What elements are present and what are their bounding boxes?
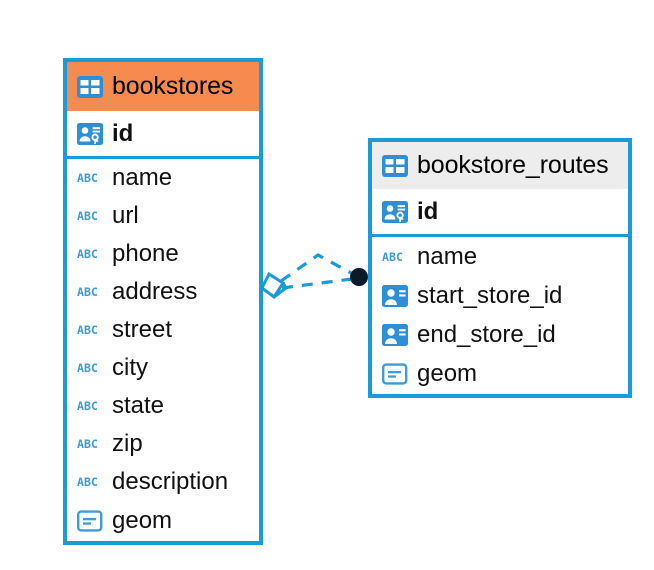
column-name-id: id — [112, 119, 134, 147]
abc-icon: ABC — [77, 319, 103, 341]
abc-icon: ABC — [77, 395, 103, 417]
column-name-zip: zip — [112, 430, 143, 457]
column-row-name[interactable]: ABC name — [67, 159, 259, 197]
svg-text:ABC: ABC — [77, 247, 98, 261]
primary-key-icon — [382, 200, 408, 223]
column-name-start-store-id: start_store_id — [417, 281, 563, 309]
column-row-description[interactable]: ABC description — [67, 463, 259, 501]
column-row-id[interactable]: id — [67, 111, 259, 159]
primary-key-icon — [77, 122, 103, 145]
abc-icon: ABC — [382, 246, 408, 268]
column-name-routes-name: name — [417, 242, 478, 270]
table-icon — [382, 154, 408, 177]
column-row-routes-name[interactable]: ABC name — [372, 237, 628, 276]
column-row-routes-geom[interactable]: geom — [372, 354, 628, 394]
foreign-key-icon — [382, 284, 408, 307]
entity-bookstore-routes-title: bookstore_routes — [417, 151, 609, 179]
entity-bookstore-routes[interactable]: bookstore_routes id — [368, 138, 632, 398]
abc-icon: ABC — [77, 433, 103, 455]
abc-icon: ABC — [77, 243, 103, 265]
column-row-phone[interactable]: ABC phone — [67, 235, 259, 273]
column-name-phone: phone — [112, 240, 179, 267]
relationship-edge-upper — [280, 253, 354, 283]
abc-icon: ABC — [77, 167, 103, 189]
column-row-start-store-id[interactable]: start_store_id — [372, 276, 628, 315]
column-name-geom: geom — [112, 507, 173, 534]
column-name-routes-geom: geom — [417, 360, 478, 387]
column-name-url: url — [112, 202, 139, 229]
entity-bookstore-routes-header[interactable]: bookstore_routes — [372, 142, 628, 189]
svg-text:ABC: ABC — [77, 437, 98, 451]
abc-icon: ABC — [77, 357, 103, 379]
column-row-url[interactable]: ABC url — [67, 197, 259, 235]
column-name-address: address — [112, 278, 198, 305]
entity-bookstores-columns: id ABC name ABC url — [67, 111, 259, 541]
geometry-icon — [77, 510, 103, 532]
column-name-street: street — [112, 316, 173, 343]
svg-text:ABC: ABC — [77, 171, 98, 185]
svg-text:ABC: ABC — [77, 323, 98, 337]
column-name-end-store-id: end_store_id — [417, 320, 556, 348]
entity-bookstore-routes-columns: id ABC name — [372, 189, 628, 394]
column-row-geom[interactable]: geom — [67, 501, 259, 541]
column-row-routes-id[interactable]: id — [372, 189, 628, 237]
svg-text:ABC: ABC — [77, 475, 98, 489]
column-row-state[interactable]: ABC state — [67, 387, 259, 425]
column-name-description: description — [112, 468, 229, 495]
column-row-end-store-id[interactable]: end_store_id — [372, 315, 628, 354]
relationship-target-circle-marker — [350, 268, 368, 286]
column-name-state: state — [112, 392, 165, 419]
svg-text:ABC: ABC — [382, 250, 403, 264]
entity-bookstores-title: bookstores — [112, 72, 234, 100]
abc-icon: ABC — [77, 205, 103, 227]
relationship-edge-lower — [281, 277, 353, 290]
foreign-key-icon — [382, 323, 408, 346]
column-name-city: city — [112, 354, 148, 381]
svg-text:ABC: ABC — [77, 209, 98, 223]
svg-text:ABC: ABC — [77, 285, 98, 299]
column-row-address[interactable]: ABC address — [67, 273, 259, 311]
column-row-zip[interactable]: ABC zip — [67, 425, 259, 463]
entity-bookstores-header[interactable]: bookstores — [67, 62, 259, 111]
geometry-icon — [382, 363, 408, 385]
column-row-street[interactable]: ABC street — [67, 311, 259, 349]
column-name-name: name — [112, 164, 173, 191]
abc-icon: ABC — [77, 281, 103, 303]
svg-text:ABC: ABC — [77, 361, 98, 375]
column-name-routes-id: id — [417, 197, 439, 225]
svg-text:ABC: ABC — [77, 399, 98, 413]
table-icon — [77, 75, 103, 98]
abc-icon: ABC — [77, 471, 103, 493]
relationship-source-diamond-marker — [260, 271, 288, 300]
entity-bookstores[interactable]: bookstores id — [63, 58, 263, 545]
column-row-city[interactable]: ABC city — [67, 349, 259, 387]
